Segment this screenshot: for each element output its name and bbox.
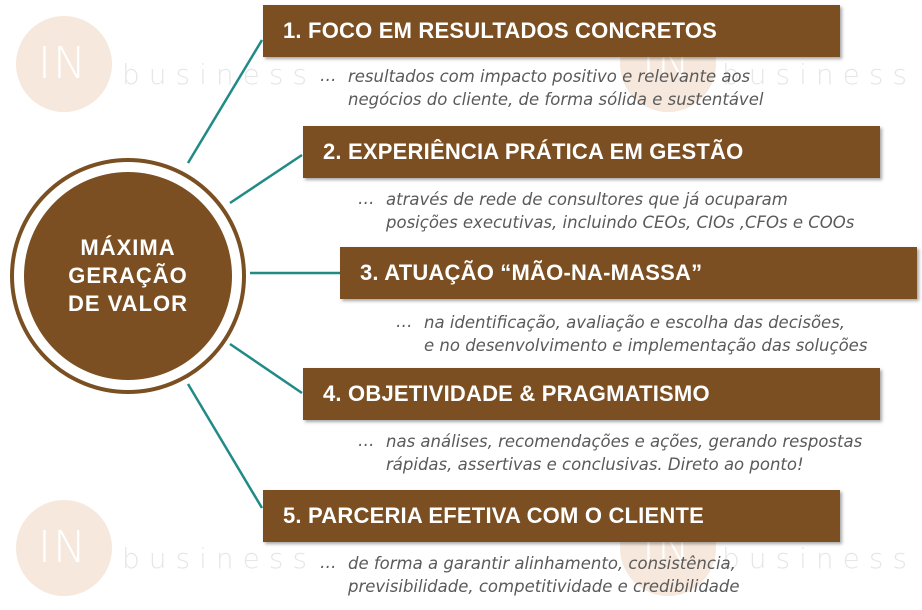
connector-line-1 (186, 39, 264, 164)
hub-circle: MÁXIMA GERAÇÃO DE VALOR (24, 172, 232, 380)
item-4-description-line-1: nas análises, recomendações e ações, ger… (386, 432, 863, 451)
item-5-description-line-2: previsibilidade, competitividade e credi… (348, 577, 740, 596)
item-1-description-line-2: negócios do cliente, de forma sólida e s… (348, 90, 764, 109)
watermark-logo-text: IN (38, 522, 88, 573)
watermark-brand-text: business (722, 58, 917, 91)
item-3-ellipsis: … (396, 312, 413, 331)
item-4-description: nas análises, recomendações e ações, ger… (386, 430, 862, 476)
watermark-brand-text: business (722, 542, 917, 575)
item-1-description-line-1: resultados com impacto positivo e releva… (348, 67, 751, 86)
item-5-ellipsis: … (320, 553, 337, 572)
item-2-title: 2. EXPERIÊNCIA PRÁTICA EM GESTÃO (323, 139, 744, 164)
item-1-bar: 1. FOCO EM RESULTADOS CONCRETOS (263, 5, 840, 57)
item-5-description: de forma a garantir alinhamento, consist… (348, 552, 740, 598)
connector-line-2 (229, 153, 303, 205)
hub-label-line-2: GERAÇÃO (68, 263, 188, 288)
item-4-bar: 4. OBJETIVIDADE & PRAGMATISMO (303, 368, 880, 420)
item-3-bar: 3. ATUAÇÃO “MÃO-NA-MASSA” (340, 247, 917, 299)
item-5-title: 5. PARCERIA EFETIVA COM O CLIENTE (283, 503, 704, 528)
item-3-title: 3. ATUAÇÃO “MÃO-NA-MASSA” (360, 260, 703, 285)
item-2-description: através de rede de consultores que já oc… (386, 188, 854, 234)
item-1-title: 1. FOCO EM RESULTADOS CONCRETOS (283, 18, 718, 43)
connector-line-4 (229, 342, 303, 395)
item-5-bar: 5. PARCERIA EFETIVA COM O CLIENTE (263, 490, 840, 542)
watermark-brand-text: business (122, 58, 317, 91)
item-1-ellipsis: … (320, 66, 337, 85)
item-4-description-line-2: rápidas, assertivas e conclusivas. Diret… (386, 455, 804, 474)
watermark-logo-circle (16, 500, 112, 596)
hub-label-line-3: DE VALOR (67, 291, 189, 316)
connector-line-5 (186, 383, 264, 509)
item-3-description-line-2: e no desenvolvimento e implementação das… (424, 336, 868, 355)
watermark-logo-circle (16, 16, 112, 112)
item-4-title: 4. OBJETIVIDADE & PRAGMATISMO (323, 381, 710, 406)
watermark-brand-text: business (122, 542, 317, 575)
item-2-ellipsis: … (358, 189, 375, 208)
watermark-logo-text: IN (38, 38, 88, 89)
item-3-description: na identificação, avaliação e escolha da… (424, 311, 867, 357)
item-4-ellipsis: … (358, 431, 375, 450)
item-2-description-line-2: posições executivas, incluindo CEOs, CIO… (386, 213, 855, 232)
hub-label-line-1: MÁXIMA (80, 235, 176, 260)
item-2-description-line-1: através de rede de consultores que já oc… (386, 190, 788, 209)
item-5-description-line-1: de forma a garantir alinhamento, consist… (348, 554, 736, 573)
item-1-description: resultados com impacto positivo e releva… (348, 65, 763, 111)
item-3-description-line-1: na identificação, avaliação e escolha da… (424, 313, 846, 332)
item-2-bar: 2. EXPERIÊNCIA PRÁTICA EM GESTÃO (303, 126, 880, 178)
